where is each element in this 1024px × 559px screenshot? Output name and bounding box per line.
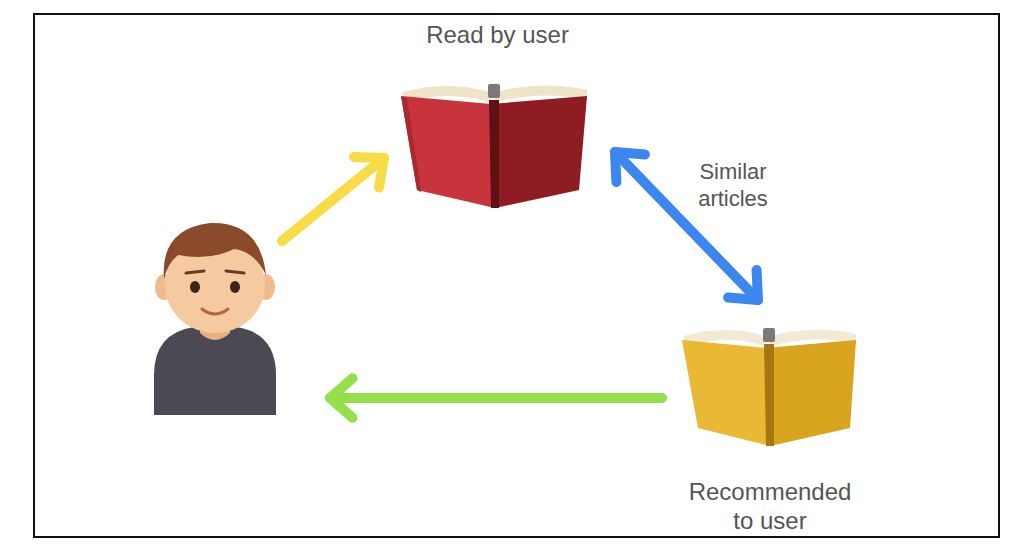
- arrow-connector: [282, 157, 384, 241]
- book-illustration: [395, 78, 600, 213]
- edge-label: Similar articles: [680, 157, 786, 213]
- node-caption: Read by user: [426, 20, 569, 49]
- book-illustration: [676, 322, 866, 450]
- book-node: Read by user: [390, 20, 605, 215]
- user-illustration: [150, 215, 280, 415]
- user-node: [150, 215, 280, 415]
- arrow-connector: [330, 378, 662, 418]
- book-node: Recommended to user: [670, 320, 870, 535]
- node-caption: Recommended to user: [685, 477, 855, 535]
